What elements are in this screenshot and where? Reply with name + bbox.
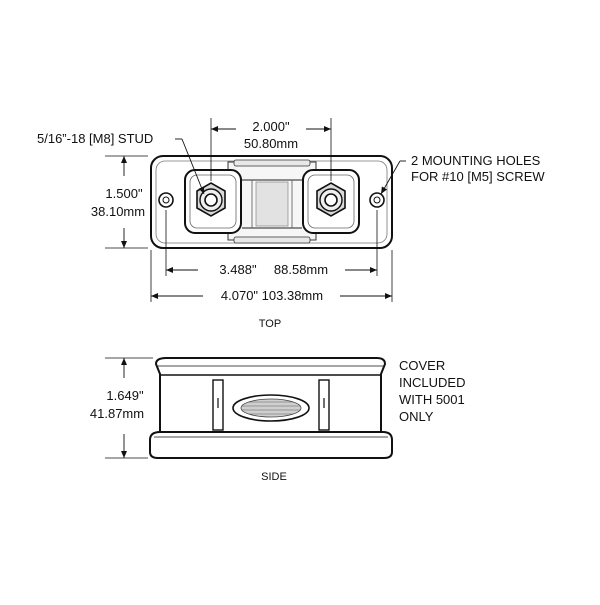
right-stud-block <box>302 169 360 234</box>
left-stud <box>204 193 218 207</box>
cover-note-line3: WITH 5001 <box>399 392 465 407</box>
side-height-inch: 1.649" <box>106 388 144 403</box>
mounting-holes-callout: 2 MOUNTING HOLES FOR #10 [M5] SCREW <box>380 153 545 195</box>
stud-label: 5/16”-18 [M8] STUD <box>37 131 153 146</box>
right-mounting-hole <box>369 192 385 208</box>
side-height-dimension: 1.649" 41.87mm <box>90 357 153 459</box>
left-mounting-hole <box>158 192 174 208</box>
stud-spacing-inch: 2.000" <box>252 119 290 134</box>
stud-spacing-dimension: 2.000" 50.80mm <box>210 118 332 181</box>
overall-length-dimension: 4.070" 103.38mm <box>150 250 393 303</box>
side-base-plate <box>149 431 393 459</box>
cover-note-line1: COVER <box>399 358 445 373</box>
side-view-label: SIDE <box>261 471 287 483</box>
side-thread-feature <box>232 394 310 422</box>
hole-spacing-mm: 88.58mm <box>274 262 328 277</box>
cover-note-line4: ONLY <box>399 409 434 424</box>
top-view-label: TOP <box>259 318 281 330</box>
stud-spacing-mm: 50.80mm <box>244 136 298 151</box>
hole-spacing-dimension: 3.488" 88.58mm <box>165 210 378 277</box>
stud-callout: 5/16”-18 [M8] STUD <box>37 131 205 195</box>
top-view: 2.000" 50.80mm 5/16”-18 [M8] STUD 1.500"… <box>37 118 545 330</box>
side-height-mm: 41.87mm <box>90 406 144 421</box>
mounting-note-line2: FOR #10 [M5] SCREW <box>411 169 545 184</box>
top-height-dimension: 1.500" 38.10mm <box>91 155 148 249</box>
center-bridge <box>227 159 317 244</box>
side-view: 1.649" 41.87mm COVER INCLUDED WITH 5001 … <box>90 357 465 483</box>
overall-length-text: 4.070" 103.38mm <box>221 288 323 303</box>
cover-note-line2: INCLUDED <box>399 375 465 390</box>
mounting-note-line1: 2 MOUNTING HOLES <box>411 153 541 168</box>
hole-spacing-inch: 3.488" <box>219 262 257 277</box>
cover-note: COVER INCLUDED WITH 5001 ONLY <box>399 358 465 424</box>
right-stud <box>324 193 338 207</box>
left-stud-block <box>184 169 242 234</box>
top-height-inch: 1.500" <box>105 186 143 201</box>
top-height-mm: 38.10mm <box>91 204 145 219</box>
